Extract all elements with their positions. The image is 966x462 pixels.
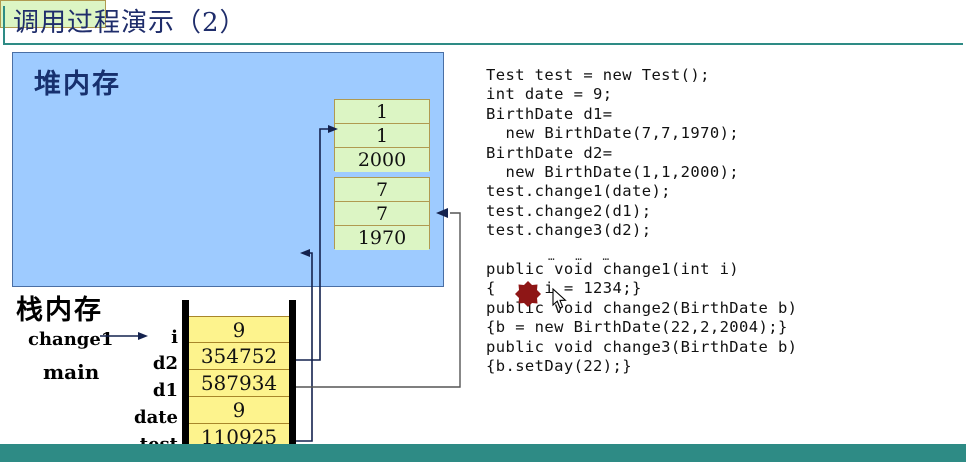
- heap-cell-day: 1: [335, 100, 429, 124]
- stack-memory-label: 栈内存: [16, 295, 103, 326]
- heap-cell-day: 7: [335, 178, 429, 202]
- stack-frame-label-main: main: [43, 360, 100, 384]
- code-listing: Test test = new Test(); int date = 9; Bi…: [486, 66, 798, 376]
- heap-cell-year: 2000: [335, 148, 429, 172]
- heap-cell-month: 7: [335, 202, 429, 226]
- title-accent-rule-vertical: [3, 6, 5, 44]
- heap-object-birthdate-d1: 7 7 1970: [334, 177, 430, 250]
- stack-cell-date: 9: [189, 397, 289, 424]
- stack-cell-d2: 354752: [189, 343, 289, 370]
- red-starburst-marker-icon: [515, 281, 541, 307]
- heap-cell-year: 1970: [335, 226, 429, 250]
- heap-object-birthdate-d2: 1 1 2000: [334, 99, 430, 172]
- stack-frame-label-change1: change1: [28, 329, 114, 350]
- stack-var-label-i: i: [171, 327, 178, 348]
- stack-var-label-d1: d1: [152, 380, 178, 401]
- heap-memory-label: 堆内存: [34, 69, 121, 100]
- stack-wall-left: [182, 300, 189, 455]
- stack-container: 9 354752 587934 9 110925: [182, 300, 296, 455]
- title-accent-rule-horizontal: [3, 43, 963, 45]
- stack-wall-right: [289, 300, 296, 455]
- heap-object-test-instance: [0, 0, 106, 28]
- stack-var-label-d2: d2: [152, 353, 178, 374]
- stack-cell-d1: 587934: [189, 370, 289, 397]
- footer-bar: [0, 444, 966, 462]
- stack-cell-i: 9: [189, 316, 289, 343]
- page-title: 调用过程演示（2）: [13, 8, 247, 38]
- stack-cell-list: 9 354752 587934 9 110925: [189, 316, 289, 451]
- stack-var-label-date: date: [133, 407, 178, 428]
- mouse-cursor-icon: [552, 288, 567, 309]
- code-ellipsis: … … …: [548, 250, 617, 263]
- heap-cell-month: 1: [335, 124, 429, 148]
